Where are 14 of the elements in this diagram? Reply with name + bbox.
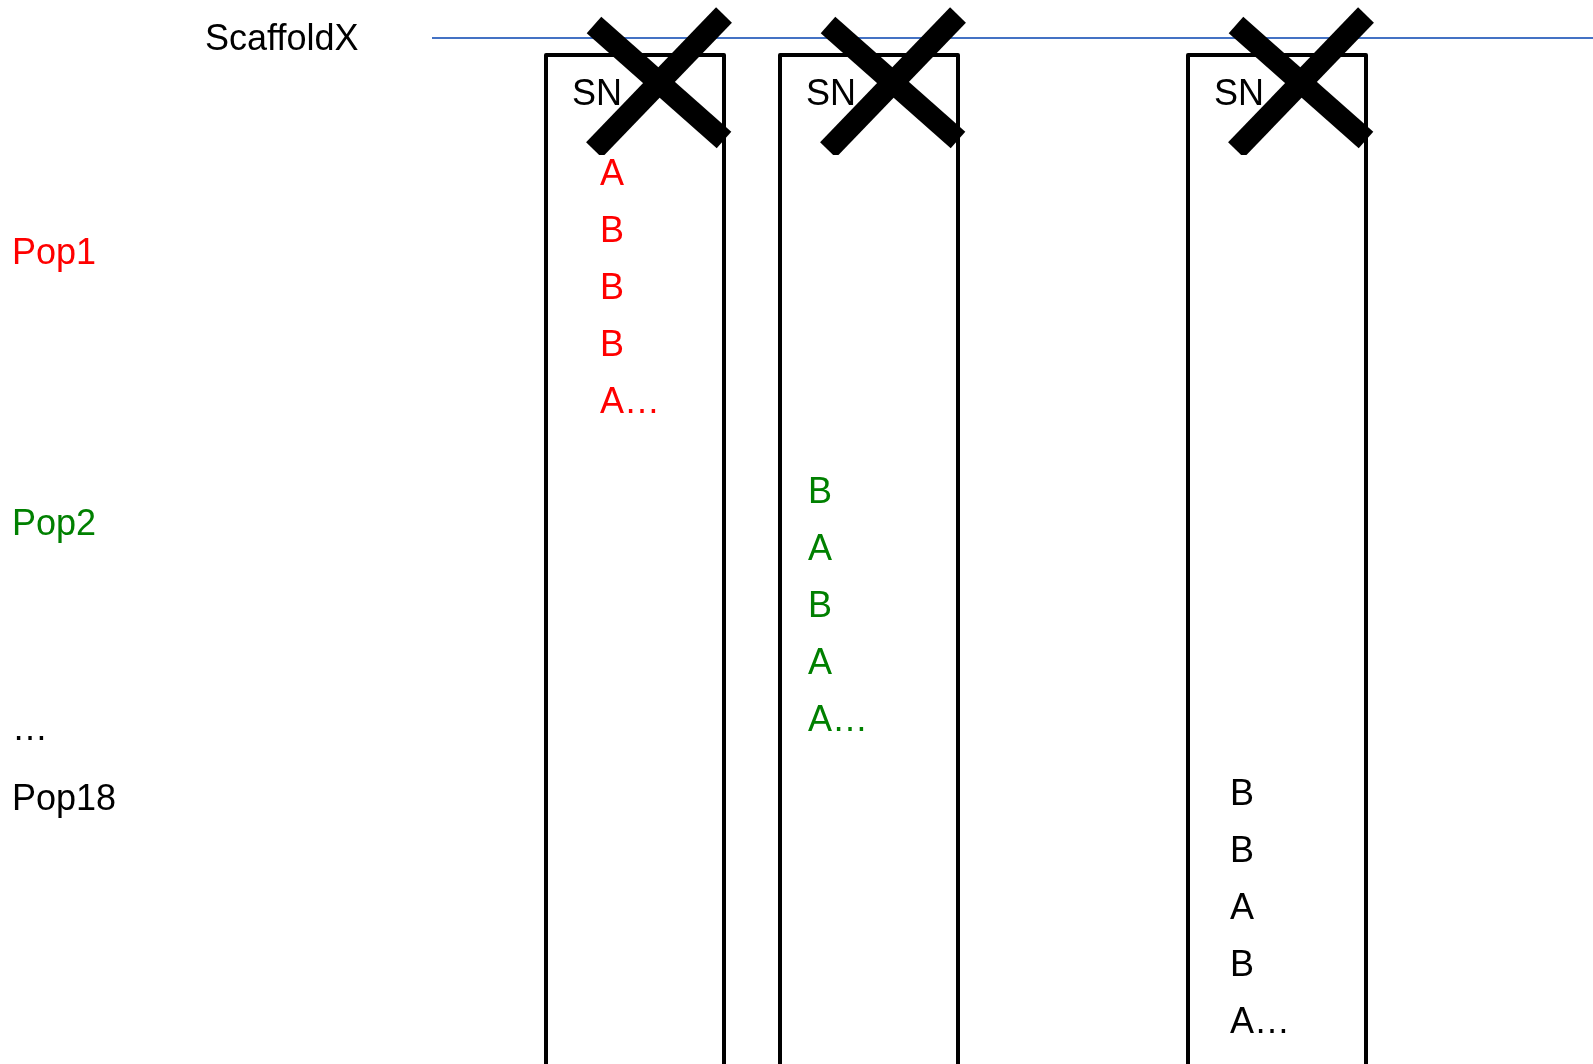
text-label: … [12, 710, 48, 746]
text-label: Pop1 [12, 234, 97, 270]
column-heading: SN [806, 75, 856, 111]
genotype-list: A B B B A… [600, 144, 670, 429]
column-heading: SN [572, 75, 622, 111]
text-label: Pop2 [12, 505, 97, 541]
snp-column [544, 53, 726, 1064]
text-label: Pop18 [12, 780, 117, 816]
genotype-list: B A B A A… [808, 462, 878, 747]
genotype-list: B B A B A… [1230, 764, 1300, 1049]
column-heading: SN [1214, 75, 1264, 111]
snp-column [1186, 53, 1368, 1064]
text-label: ScaffoldX [205, 20, 359, 56]
snp-column [778, 53, 960, 1064]
